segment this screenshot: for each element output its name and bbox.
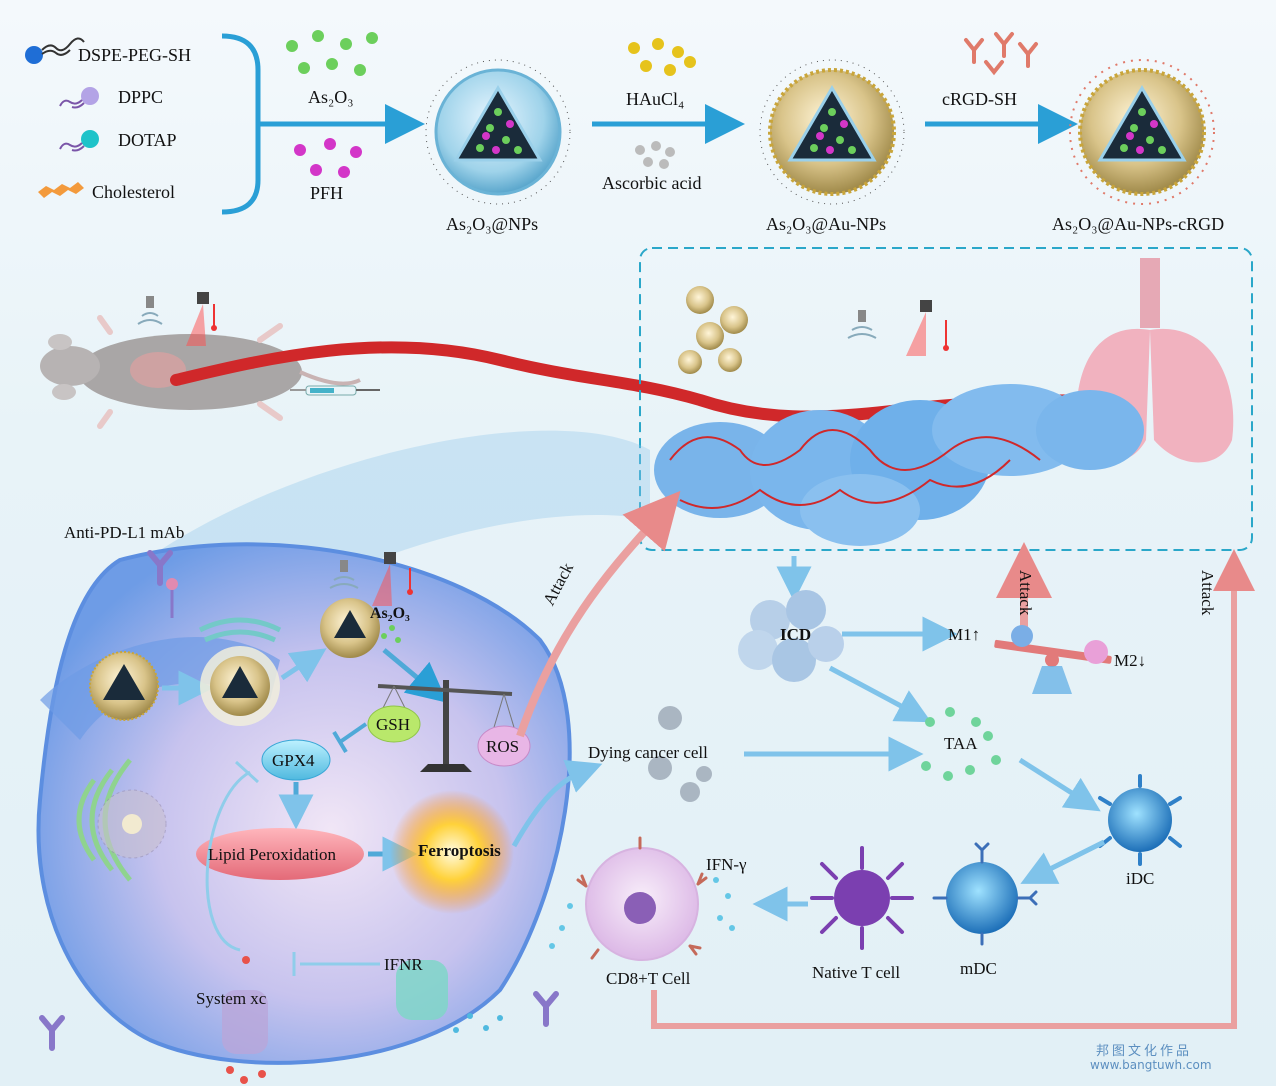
mdc-cell-icon — [932, 842, 1038, 946]
pfh-label: PFH — [310, 183, 344, 203]
ferroptosis-label: Ferroptosis — [418, 841, 501, 860]
balance-scale-icon — [377, 680, 517, 772]
idc-label: iDC — [1126, 869, 1155, 888]
cell-nanoparticle-1 — [89, 651, 159, 721]
nucleolus — [122, 814, 142, 834]
gsh-label: GSH — [376, 715, 411, 734]
attack-label-3: Attack — [1198, 570, 1217, 616]
legend-dppc-label: DPPC — [118, 87, 164, 107]
dspe-icon — [25, 37, 85, 64]
attack-arrow-cd8 — [651, 549, 1255, 1029]
antipdl1-antibody-icon — [147, 550, 178, 618]
ros-label: ROS — [486, 737, 520, 756]
legend-dotap-label: DOTAP — [118, 130, 177, 150]
attack-arrow-ros — [516, 490, 681, 738]
haucl4-particles — [628, 38, 696, 76]
haucl4-label: HAuCl₄ — [626, 89, 685, 109]
ifng-label: IFN-γ — [706, 855, 747, 874]
mdc-label: mDC — [960, 959, 997, 978]
pdl1-ligand-icon-left — [39, 1015, 65, 1051]
idc-cell-icon — [1098, 774, 1182, 866]
ifnr-label: IFNR — [384, 955, 423, 974]
ascorbic-particles — [635, 141, 675, 169]
ros-badge — [477, 725, 531, 767]
cholesterol-icon — [38, 182, 84, 198]
as2o3-label: As₂O₃ — [308, 87, 354, 107]
m2-label: M2↓ — [1114, 651, 1147, 670]
nanoparticle-3 — [1069, 59, 1215, 205]
cd8-tcell-icon — [549, 836, 735, 961]
as2o3-to-balance-arrow — [382, 648, 448, 703]
dotap-icon — [59, 130, 99, 152]
antipdl1-label: Anti-PD-L1 mAb — [64, 523, 185, 542]
crgd-label: cRGD-SH — [942, 89, 1017, 109]
gpx4-label: GPX4 — [272, 751, 315, 770]
cell-nanoparticle-3 — [320, 598, 401, 658]
cell-laser-icon — [329, 552, 413, 606]
pfh-particles — [294, 138, 362, 178]
tumor-laser-icon — [847, 300, 949, 356]
ascorbic-label: Ascorbic acid — [602, 173, 702, 193]
ferroptosis-to-dying-arrow — [511, 759, 603, 848]
mouse-laser-icon — [137, 292, 217, 346]
nanoparticle-2 — [759, 59, 905, 205]
legend-dspe-label: DSPE-PEG-SH — [78, 45, 192, 65]
cd8-label: CD8+T Cell — [606, 969, 691, 988]
dppc-icon — [59, 87, 99, 109]
as2o3-particles — [286, 30, 378, 76]
systemxc-label: System xc — [196, 989, 267, 1008]
native-tcell-label: Native T cell — [812, 963, 901, 982]
native-tcell-icon — [810, 846, 914, 950]
attack-label-2: Attack — [1016, 570, 1035, 616]
dying-cell-particles — [648, 706, 712, 802]
gsh-badge — [367, 705, 421, 743]
golgi-organelle — [198, 617, 282, 643]
m1-label: M1↑ — [948, 625, 981, 644]
tumor-mass — [654, 384, 1144, 546]
legend-cholesterol-label: Cholesterol — [92, 182, 175, 202]
lipid-peroxidation-badge — [196, 828, 364, 880]
inhibit-gsh-gpx4 — [332, 722, 368, 754]
icd-label: ICD — [780, 625, 812, 644]
pdl1-ligand-icon-right — [533, 991, 559, 1027]
nanoparticle-1 — [425, 59, 571, 205]
system-xc-transporter — [222, 956, 268, 1084]
syringe-icon — [290, 385, 380, 396]
tumor-zoom-box — [639, 247, 1253, 551]
dying-cell-label: Dying cancer cell — [588, 743, 708, 762]
icd-to-taa-arrow — [828, 665, 932, 723]
gpx4-badge — [261, 739, 331, 781]
tumor-nanoparticles — [678, 286, 748, 374]
ferroptosis-burst — [390, 790, 514, 914]
watermark-url: www.bangtuwh.com — [1090, 1058, 1212, 1072]
watermark-cn: 邦图文化作品 — [1096, 1044, 1193, 1059]
np1-label: As₂O₃@NPs — [446, 214, 539, 234]
cell-as2o3-label: As₂O₃ — [370, 605, 410, 622]
lipid-label: Lipid Peroxidation — [208, 845, 336, 864]
idc-to-mdc-arrow — [1020, 839, 1106, 884]
icd-cell-cluster — [738, 590, 844, 682]
release-arrow — [280, 648, 327, 683]
feedback-loop-lines — [205, 760, 380, 976]
taa-to-idc-arrow — [1018, 757, 1101, 812]
taa-antigen-dots — [921, 707, 1001, 781]
np2-label: As₂O₃@Au-NPs — [766, 214, 887, 234]
np3-label: As₂O₃@Au-NPs-cRGD — [1052, 214, 1225, 234]
ifnr-receptor — [396, 960, 503, 1033]
cell-nanoparticle-2 — [200, 646, 280, 726]
crgd-icons — [964, 32, 1038, 76]
taa-label: TAA — [944, 734, 978, 753]
legend-bracket — [221, 33, 425, 215]
m1-m2-seesaw-icon — [994, 625, 1112, 694]
